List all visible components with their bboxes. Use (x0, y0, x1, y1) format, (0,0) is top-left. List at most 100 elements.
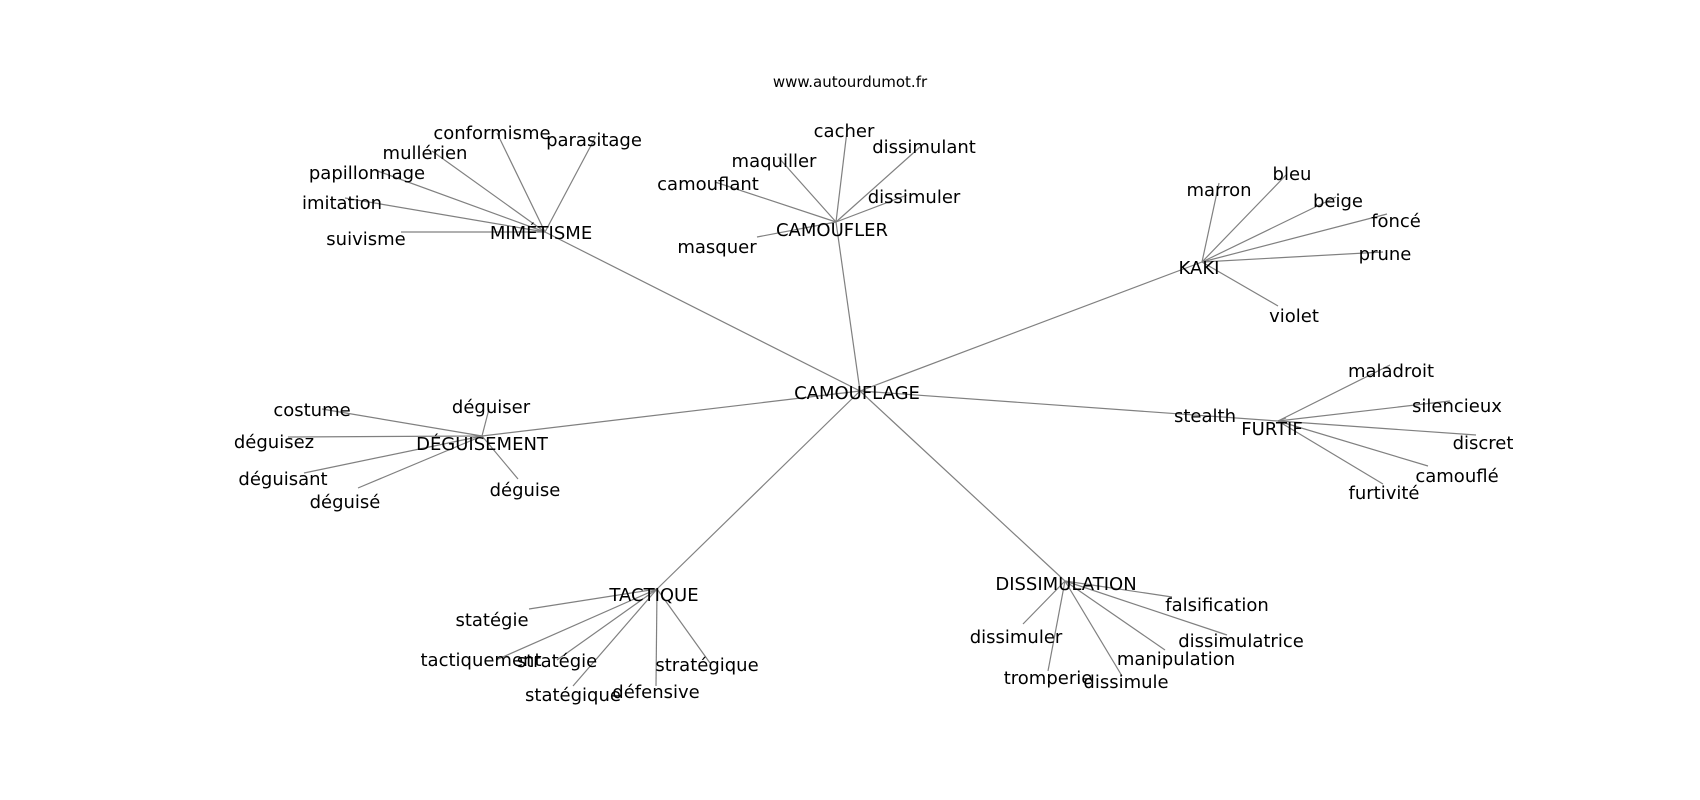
leaf-word[interactable]: violet (1269, 306, 1319, 327)
leaf-word[interactable]: déguisez (234, 432, 314, 453)
hub-word-furtif[interactable]: FURTIF (1241, 419, 1302, 440)
leaf-word[interactable]: dissimulatrice (1178, 631, 1304, 652)
leaf-word[interactable]: déguisant (238, 469, 327, 490)
leaf-word[interactable]: parasitage (546, 130, 642, 151)
edge-deguisement-leaf (303, 435, 483, 474)
edge-kaki-leaf (1201, 213, 1388, 263)
leaf-word[interactable]: bleu (1273, 164, 1312, 185)
edge-deguisement-leaf (321, 408, 483, 437)
leaf-word[interactable]: statégique (525, 685, 621, 706)
leaf-word[interactable]: déguise (490, 480, 561, 501)
edge-deguisement-leaf (287, 435, 483, 438)
edge-dissimulation-leaf (1064, 580, 1123, 677)
leaf-word[interactable]: foncé (1371, 211, 1421, 232)
leaf-word[interactable]: papillonnage (309, 163, 425, 184)
leaf-word[interactable]: déguisé (310, 492, 381, 513)
leaf-word[interactable]: tactiquement (420, 650, 541, 671)
hub-word-dissimulation[interactable]: DISSIMULATION (995, 574, 1136, 595)
leaf-word[interactable]: stratégique (655, 655, 758, 676)
edge-tactique-leaf (656, 588, 711, 664)
hub-word-tactique[interactable]: TACTIQUE (608, 585, 698, 606)
edge-furtif-leaf (1277, 364, 1391, 422)
leaf-word[interactable]: discret (1453, 433, 1514, 454)
edge-camoufler-leaf (777, 156, 837, 223)
edge-camoufler-leaf (835, 130, 848, 223)
edge-deguisement-leaf (481, 408, 490, 437)
hub-word-kaki[interactable]: KAKI (1179, 258, 1220, 279)
edge-camoufler-leaf (756, 221, 837, 238)
edge-mimetisme-leaf (496, 132, 546, 233)
leaf-word[interactable]: maquiller (732, 151, 817, 172)
leaf-word[interactable]: conformisme (433, 123, 550, 144)
leaf-word[interactable]: dissimuler (868, 187, 961, 208)
edge-center-mimetisme (544, 231, 861, 392)
edge-kaki-leaf (1201, 261, 1279, 307)
edge-center-dissimulation (859, 390, 1066, 582)
leaf-word[interactable]: tromperie (1004, 668, 1093, 689)
leaf-word[interactable]: maladroit (1348, 361, 1434, 382)
edge-kaki-leaf (1201, 251, 1384, 263)
hub-word-mimetisme[interactable]: MIMÉTISME (490, 222, 592, 244)
center-word: CAMOUFLAGE (794, 383, 920, 404)
hub-word-deguisement[interactable]: DÉGUISEMENT (416, 433, 549, 455)
edge-dissimulation-leaf (1022, 580, 1066, 625)
edge-center-camoufler (835, 221, 861, 392)
leaf-word[interactable]: camouflant (657, 174, 759, 195)
edge-tactique-leaf (655, 588, 658, 687)
edge-mimetisme-leaf (431, 150, 546, 233)
edge-center-kaki (859, 261, 1203, 392)
leaf-word[interactable]: mullérien (383, 143, 468, 164)
edge-mimetisme-leaf (544, 135, 597, 233)
leaf-word[interactable]: dissimulant (872, 137, 976, 158)
edge-furtif-leaf (1277, 420, 1477, 436)
leaf-word[interactable]: dissimuler (970, 627, 1063, 648)
edge-camoufler-leaf (835, 146, 921, 223)
leaf-word[interactable]: silencieux (1412, 396, 1502, 417)
edge-dissimulation-leaf (1064, 580, 1228, 636)
leaf-word[interactable]: masquer (677, 237, 757, 258)
leaf-word[interactable]: stratégie (517, 651, 598, 672)
leaf-word[interactable]: statégie (455, 610, 528, 631)
edge-mimetisme-leaf (374, 169, 546, 233)
edge-furtif-leaf (1277, 420, 1429, 467)
edge-tactique-leaf (556, 588, 658, 661)
leaf-word[interactable]: prune (1359, 244, 1412, 265)
edge-deguisement-leaf (481, 435, 519, 480)
edge-dissimulation-leaf (1064, 580, 1166, 651)
hub-word-camoufler[interactable]: CAMOUFLER (776, 220, 888, 241)
edge-mimetisme-leaf (344, 197, 546, 233)
leaf-word[interactable]: défensive (612, 682, 699, 703)
leaf-word[interactable]: falsification (1165, 595, 1269, 616)
leaf-word[interactable]: furtivité (1349, 483, 1420, 504)
edge-center-furtif (859, 390, 1279, 422)
edge-tactique-leaf (572, 588, 658, 687)
edge-camoufler-leaf (714, 181, 837, 223)
edge-center-deguisement (481, 390, 861, 437)
leaf-word[interactable]: marron (1186, 180, 1251, 201)
edge-center-tactique (656, 390, 861, 590)
edge-furtif-leaf (1277, 400, 1451, 422)
edge-kaki-leaf (1201, 173, 1288, 263)
leaf-word[interactable]: manipulation (1117, 649, 1235, 670)
leaf-word[interactable]: camouflé (1415, 466, 1498, 487)
edge-kaki-leaf (1201, 196, 1337, 263)
leaf-word[interactable]: beige (1313, 191, 1363, 212)
edge-camoufler-leaf (835, 194, 908, 223)
edge-tactique-leaf (528, 588, 658, 610)
labels-layer: CAMOUFLAGE MIMÉTISME conformismeparasitag… (234, 121, 1514, 706)
leaf-word[interactable]: suivisme (326, 229, 405, 250)
leaf-word[interactable]: stealth (1174, 406, 1236, 427)
leaf-word[interactable]: déguiser (452, 397, 531, 418)
leaf-word[interactable]: costume (273, 400, 350, 421)
edge-deguisement-leaf (357, 435, 483, 489)
leaf-word[interactable]: imitation (302, 193, 382, 214)
edge-kaki-leaf (1201, 182, 1220, 263)
edge-dissimulation-leaf (1047, 580, 1066, 672)
source-url: www.autourdumot.fr (772, 73, 928, 91)
leaf-word[interactable]: dissimule (1083, 672, 1168, 693)
edge-furtif-leaf (1277, 420, 1384, 485)
edges-layer (287, 130, 1477, 687)
edge-dissimulation-leaf (1064, 580, 1173, 598)
leaf-word[interactable]: cacher (814, 121, 875, 142)
